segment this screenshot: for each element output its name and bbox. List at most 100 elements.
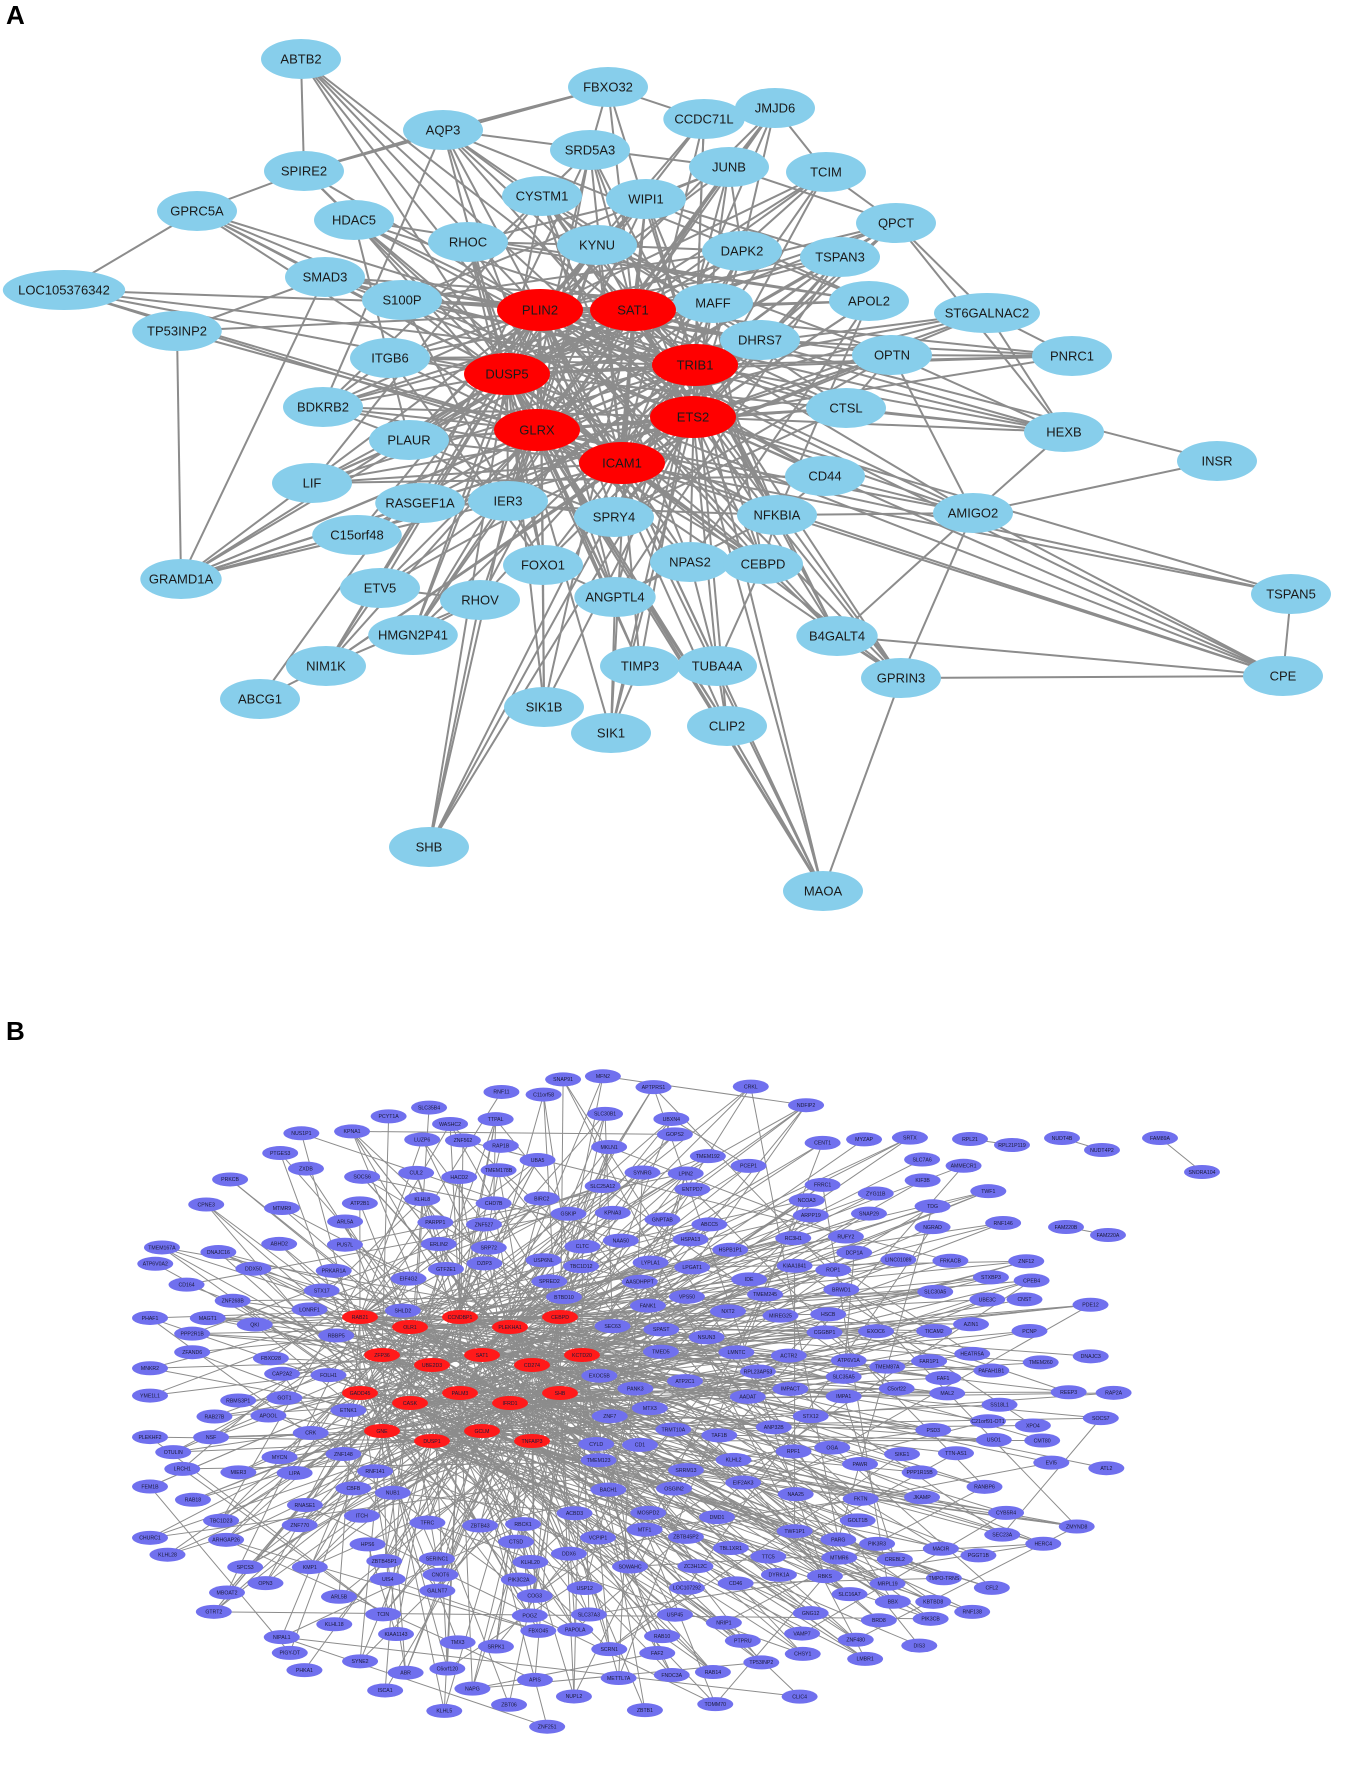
node-ddx6[interactable]: DDX6 xyxy=(550,1546,587,1561)
node-nfkbia[interactable]: NFKBIA xyxy=(737,495,817,535)
node-lrch1[interactable]: LRCH1 xyxy=(164,1461,201,1476)
node-mireg25[interactable]: MIREG25 xyxy=(762,1308,799,1323)
node-got1[interactable]: GOT1 xyxy=(266,1390,303,1405)
node-churc1[interactable]: CHURC1 xyxy=(132,1530,168,1545)
node-ccdc71l[interactable]: CCDC71L xyxy=(663,99,745,139)
node-brwd1[interactable]: BRWD1 xyxy=(823,1282,860,1297)
node-rap2a[interactable]: RAP2A xyxy=(1095,1385,1132,1400)
node-fam89a[interactable]: FAM89A xyxy=(1142,1131,1178,1145)
node-fbxo45[interactable]: FBXO45 xyxy=(520,1623,557,1638)
node-tcin[interactable]: TCIN xyxy=(365,1607,402,1622)
node-cebpd[interactable]: CEBPD xyxy=(723,544,803,584)
node-b4galt4[interactable]: B4GALT4 xyxy=(796,616,878,656)
node-papola[interactable]: PAPOLA xyxy=(557,1622,594,1637)
hub-node-ifrd1[interactable]: IFRD1 xyxy=(492,1396,528,1410)
node-dnajc16[interactable]: DNAJC16 xyxy=(200,1245,237,1260)
node-napg[interactable]: NAPG xyxy=(454,1681,491,1696)
node-mtmr9[interactable]: MTMR9 xyxy=(263,1201,300,1216)
node-heatr5a[interactable]: HEATR5A xyxy=(954,1346,991,1361)
node-pnrc1[interactable]: PNRC1 xyxy=(1032,336,1112,376)
node-mtmr6[interactable]: MTMR6 xyxy=(821,1550,858,1565)
node-rnf146[interactable]: RNF146 xyxy=(985,1215,1022,1230)
node-loc105376342[interactable]: LOC105376342 xyxy=(2,270,126,310)
node-zmynd8[interactable]: ZMYND8 xyxy=(1058,1519,1095,1534)
node-tcim[interactable]: TCIM xyxy=(786,152,866,192)
node-mal2[interactable]: MAL2 xyxy=(929,1386,966,1401)
node-ttc5[interactable]: TTC5 xyxy=(750,1549,787,1564)
node-gng12[interactable]: GNG12 xyxy=(792,1606,829,1621)
node-ube3c[interactable]: UBE3C xyxy=(969,1292,1006,1307)
node-tmem260[interactable]: TMEM260 xyxy=(1022,1355,1059,1370)
node-nim1k[interactable]: NIM1K xyxy=(286,646,366,686)
node-tfrc[interactable]: TFRC xyxy=(409,1515,446,1530)
node-tmem245[interactable]: TMEM245 xyxy=(747,1287,784,1302)
node-cpne3[interactable]: CPNE3 xyxy=(188,1197,225,1212)
node-macir[interactable]: MACIR xyxy=(922,1541,959,1556)
node-ier3[interactable]: IER3 xyxy=(468,481,548,521)
node-lypla1[interactable]: LYPLA1 xyxy=(632,1255,669,1270)
hub-node-trib1[interactable]: TRIB1 xyxy=(652,344,738,386)
node-reep3[interactable]: REEP3 xyxy=(1050,1385,1087,1400)
node-mier3[interactable]: MIER3 xyxy=(220,1465,257,1480)
node-ncoa3[interactable]: NCOA3 xyxy=(788,1193,825,1208)
node-atl2[interactable]: ATL2 xyxy=(1088,1461,1125,1476)
hub-node-tnfaip3[interactable]: TNFAIP3 xyxy=(514,1434,550,1448)
node-znf268b[interactable]: ZNF268B xyxy=(214,1293,251,1308)
node-acbd3[interactable]: ACBD3 xyxy=(556,1506,593,1521)
node-entpd7[interactable]: ENTPD7 xyxy=(674,1182,711,1197)
node-cul2[interactable]: CUL2 xyxy=(398,1165,435,1180)
node-klhl8[interactable]: KLHL8 xyxy=(404,1192,441,1207)
node-rc3h1[interactable]: RC3H1 xyxy=(775,1231,812,1246)
node-scrn1[interactable]: SCRN1 xyxy=(591,1642,628,1657)
node-gtf2e1[interactable]: GTF2E1 xyxy=(427,1261,464,1276)
hub-node-olr1[interactable]: OLR1 xyxy=(392,1320,428,1334)
node-nupl2[interactable]: NUPL2 xyxy=(555,1689,592,1704)
node-rbbp5[interactable]: RBBP5 xyxy=(318,1328,355,1343)
hub-node-cd274[interactable]: CD274 xyxy=(514,1358,550,1372)
node-vps50[interactable]: VPS50 xyxy=(668,1289,705,1304)
node-ngrad[interactable]: NGRAD xyxy=(914,1220,951,1235)
node-junb[interactable]: JUNB xyxy=(689,147,769,187)
node-znf148[interactable]: ZNF148 xyxy=(325,1447,362,1462)
node-srpk1[interactable]: SRPK1 xyxy=(477,1639,514,1654)
node-ss18l1[interactable]: SS18L1 xyxy=(981,1397,1018,1412)
node-opn3[interactable]: OPN3 xyxy=(247,1576,284,1591)
node-rbms3p1[interactable]: RBMS3P1 xyxy=(220,1393,257,1408)
hub-node-plin2[interactable]: PLIN2 xyxy=(497,289,583,331)
node-yme1l1[interactable]: YME1L1 xyxy=(132,1388,168,1403)
node-znf7[interactable]: ZNF7 xyxy=(591,1409,628,1424)
node-tmem123[interactable]: TMEM123 xyxy=(580,1453,617,1468)
node-ndfip2[interactable]: NDFIP2 xyxy=(788,1098,825,1113)
node-pus7l[interactable]: PUS7L xyxy=(326,1237,363,1252)
node-cystm1[interactable]: CYSTM1 xyxy=(502,176,582,216)
node-gnptab[interactable]: GNPTAB xyxy=(644,1212,681,1227)
node-pik3cb[interactable]: PIK3CB xyxy=(912,1611,949,1626)
node-qki[interactable]: QKI xyxy=(236,1317,273,1332)
node-zbtb1[interactable]: ZBTB1 xyxy=(626,1703,663,1718)
hub-node-cask[interactable]: CASK xyxy=(392,1396,428,1410)
node-abcg1[interactable]: ABCG1 xyxy=(220,679,300,719)
node-arl5b[interactable]: ARL5B xyxy=(320,1589,357,1604)
node-lpgat1[interactable]: LPGAT1 xyxy=(674,1260,711,1275)
node-hmgn2p41[interactable]: HMGN2P41 xyxy=(368,615,458,655)
node-tbc1d12[interactable]: TBC1D12 xyxy=(563,1259,600,1274)
node-apol2[interactable]: APOL2 xyxy=(829,281,909,321)
node-shb[interactable]: SHB xyxy=(389,827,469,867)
node-arhgap26[interactable]: ARHGAP26 xyxy=(208,1532,245,1547)
node-srp72[interactable]: SRP72 xyxy=(470,1240,507,1255)
node-cd164[interactable]: CD164 xyxy=(168,1277,205,1292)
node-aqp3[interactable]: AQP3 xyxy=(403,110,483,150)
node-eif4g2[interactable]: EIF4G2 xyxy=(390,1271,427,1286)
hub-node-gadd45[interactable]: GADD45 xyxy=(342,1386,378,1400)
node-sik1b[interactable]: SIK1B xyxy=(504,687,584,727)
node-npas2[interactable]: NPAS2 xyxy=(650,542,730,582)
node-zbtb43[interactable]: ZBTB43 xyxy=(462,1518,499,1533)
node-snap29[interactable]: SNAP29 xyxy=(850,1206,887,1221)
node-snora104[interactable]: SNORA104 xyxy=(1184,1165,1220,1179)
node-ubxn4[interactable]: UBXN4 xyxy=(653,1111,690,1126)
node-brd8[interactable]: BRD8 xyxy=(860,1613,897,1628)
node-apis[interactable]: APIS xyxy=(516,1672,553,1687)
node-socs7[interactable]: SOCS7 xyxy=(1082,1411,1119,1426)
node-fbxo28[interactable]: FBXO28 xyxy=(252,1351,289,1366)
node-gops2[interactable]: GOPS2 xyxy=(656,1127,693,1142)
